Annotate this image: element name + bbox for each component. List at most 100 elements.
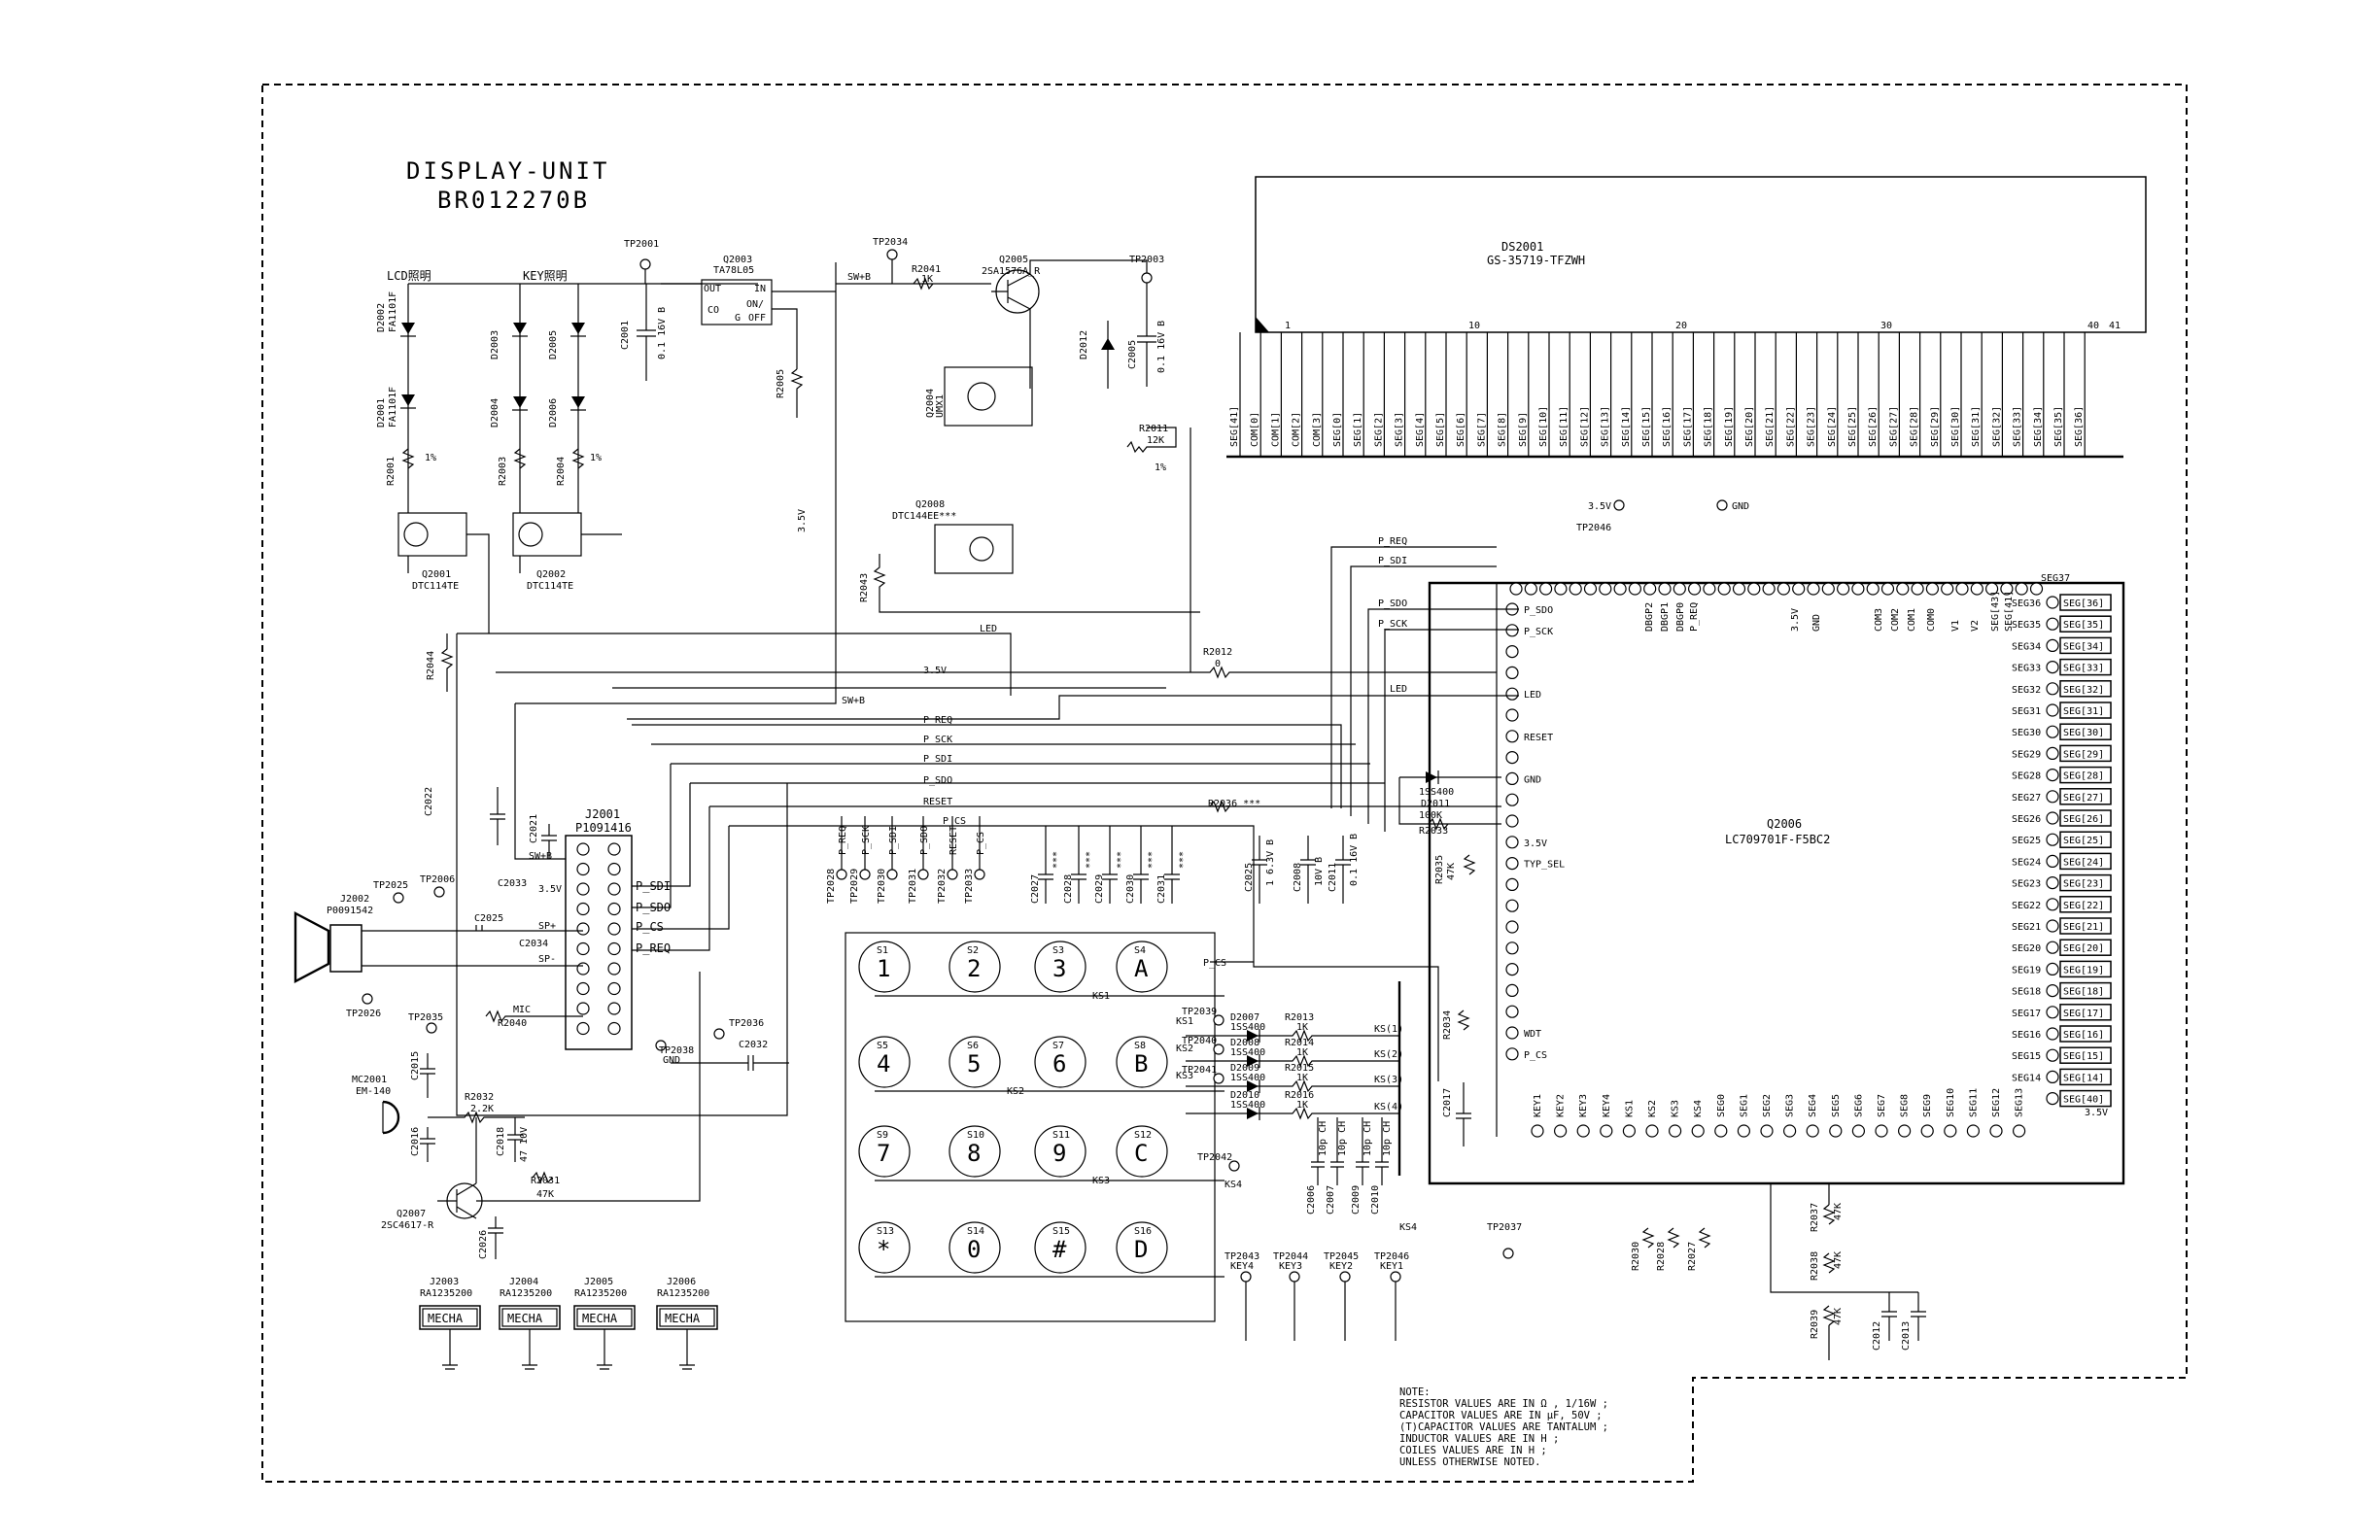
keypad-key[interactable]: S8B (1116, 1036, 1168, 1088)
keypad-key[interactable]: S4A (1116, 941, 1168, 993)
mcu-top-pin (1776, 582, 1791, 596)
keypad-outline (845, 932, 1216, 1322)
mcu-top-pin (1703, 582, 1716, 596)
mcu-bottom-pin-label: KEY2 (1556, 1094, 1567, 1117)
ks-test-point-net: KS1 (1176, 1016, 1193, 1027)
svg-text:R2031: R2031 (531, 1176, 560, 1186)
ks-test-point-net: KS2 (1176, 1044, 1193, 1054)
mcu-right-outer-label: SEG17 (2012, 1009, 2041, 1019)
keypad-key-ref: S16 (1134, 1226, 1152, 1237)
unit-boundary (261, 84, 2188, 1483)
resistor-r2037: R2037 47K (1810, 1203, 1844, 1232)
ks-capacitor-ref: C2007 (1326, 1185, 1336, 1215)
connector-pin (576, 1002, 590, 1015)
capacitor-c2025: C2025 (474, 913, 503, 931)
keypad-key-label: 3 (1052, 955, 1069, 982)
lcd-part: GS-35719-TFZWH (1487, 254, 1585, 267)
svg-text:FA1101F: FA1101F (388, 387, 398, 428)
svg-text:TP2035: TP2035 (408, 1012, 443, 1023)
mcu-seg37: SEG37 (2041, 573, 2070, 584)
mcu-right-pin-box (2059, 723, 2112, 740)
mcu-left-pin (1505, 920, 1519, 934)
keypad-key[interactable]: S97 (858, 1125, 911, 1178)
connector-pin (576, 902, 590, 916)
mcu-bottom-pin-label: SEG3 (1785, 1094, 1796, 1117)
resistor-r2041: R2041 1K (912, 264, 941, 291)
svg-text:47K: 47K (1446, 863, 1457, 880)
svg-text:G: G (735, 313, 741, 324)
keypad-key[interactable]: S11 (858, 941, 911, 993)
conn-gnd: GND (663, 1055, 680, 1066)
mecha-label: MECHA (582, 1312, 618, 1325)
pin1-marker (1256, 317, 1269, 332)
mcu-right-pin-box (2059, 594, 2112, 611)
mcu-top-pin (1747, 582, 1761, 596)
keypad-key[interactable]: S76 (1034, 1036, 1087, 1088)
ks-test-point-ref: TP2042 (1197, 1152, 1232, 1163)
lcd-pin-label: SEG[14] (1621, 406, 1632, 447)
capacitor-c2022: C2022 (424, 787, 505, 845)
keypad-key[interactable]: S15# (1034, 1221, 1087, 1274)
mcu-right-pin-label: SEG[23] (2063, 879, 2104, 890)
capacitor-c2012: C2012 (1872, 1302, 1897, 1351)
svg-text:D2006: D2006 (548, 398, 559, 428)
capacitor-c2016: C2016 (410, 1127, 435, 1162)
svg-text:R2044: R2044 (426, 651, 436, 680)
keypad-key[interactable]: S33 (1034, 941, 1087, 993)
mecha-part: RA1235200 (500, 1288, 552, 1299)
keypad-key-label: 1 (877, 955, 893, 982)
mcu-top-pin (1658, 582, 1672, 596)
bus-label-p-req-top: P_REQ (1378, 536, 1407, 547)
bus-test-point (836, 869, 847, 880)
svg-text:P0091542: P0091542 (327, 906, 373, 916)
mcu-right-pin-label: SEG[27] (2063, 793, 2104, 804)
mcu-vdd-label: 3.5V (2085, 1108, 2108, 1118)
mcu-top-pin (1970, 582, 1983, 596)
mcu-top-pin (1851, 582, 1865, 596)
mcu-left-pin-label: P_CS (1524, 1050, 1547, 1061)
lcd-pin-label: SEG[22] (1785, 406, 1796, 447)
conn-sig-p-req: P_REQ (636, 941, 671, 955)
mcu-right-pin (2046, 768, 2059, 782)
keypad-key[interactable]: S22 (949, 941, 1001, 993)
keypad-key-label: 0 (967, 1236, 983, 1263)
bus-capacitor-val: *** (1147, 851, 1157, 869)
keypad-key[interactable]: S65 (949, 1036, 1001, 1088)
ks-test-point (1213, 1044, 1224, 1055)
mcu-top-pin-label: COM3 (1874, 608, 1884, 632)
keypad-key-label: A (1134, 955, 1151, 982)
mcu-left-pin (1505, 666, 1519, 680)
svg-text:DTC144EE***: DTC144EE*** (892, 511, 956, 522)
lcd-pin-label: SEG[30] (1950, 406, 1961, 447)
mcu-right-pin-label: SEG[15] (2063, 1051, 2104, 1062)
ks-capacitor-ref: C2006 (1306, 1185, 1317, 1215)
mcu-right-pin-label: SEG[36] (2063, 599, 2104, 609)
capacitor-c2017: C2017 (1442, 1082, 1471, 1146)
mcu-bottom-pin (1829, 1124, 1843, 1138)
capacitor-c2005: C2005 0.1 16V B (1127, 291, 1167, 387)
power-switch-section: TP2034 SW+B R2041 1K Q2005 2SA1576A_R Q2… (836, 237, 1497, 679)
bus-label-3v5: 3.5V (923, 666, 947, 676)
svg-text:TP2026: TP2026 (346, 1009, 381, 1019)
notes-block: NOTE: RESISTOR VALUES ARE IN Ω , 1/16W ;… (1399, 1386, 1608, 1468)
mcu-right-pin (2046, 1070, 2059, 1084)
lcd-pin-label: SEG[33] (2013, 406, 2023, 447)
mcu-bottom-pin-label: SEG9 (1922, 1094, 1933, 1117)
lcd-pin-label: SEG[17] (1682, 406, 1693, 447)
mcu-bottom-pin (1806, 1124, 1819, 1138)
lcd-pin-label: SEG[9] (1518, 412, 1529, 447)
mcu-right-pin-label: SEG[17] (2063, 1009, 2104, 1019)
keypad-key[interactable]: S13* (858, 1221, 911, 1274)
svg-text:R2033: R2033 (1419, 826, 1448, 837)
svg-text:R2038: R2038 (1810, 1251, 1820, 1281)
lcd-pin-41: 41 (2109, 321, 2121, 331)
keypad-key[interactable]: S54 (858, 1036, 911, 1088)
capacitor-c2026: C2026 (478, 1216, 503, 1259)
ks-capacitor-ref: C2010 (1370, 1185, 1381, 1215)
resistor-r2038: R2038 47K (1810, 1251, 1844, 1281)
